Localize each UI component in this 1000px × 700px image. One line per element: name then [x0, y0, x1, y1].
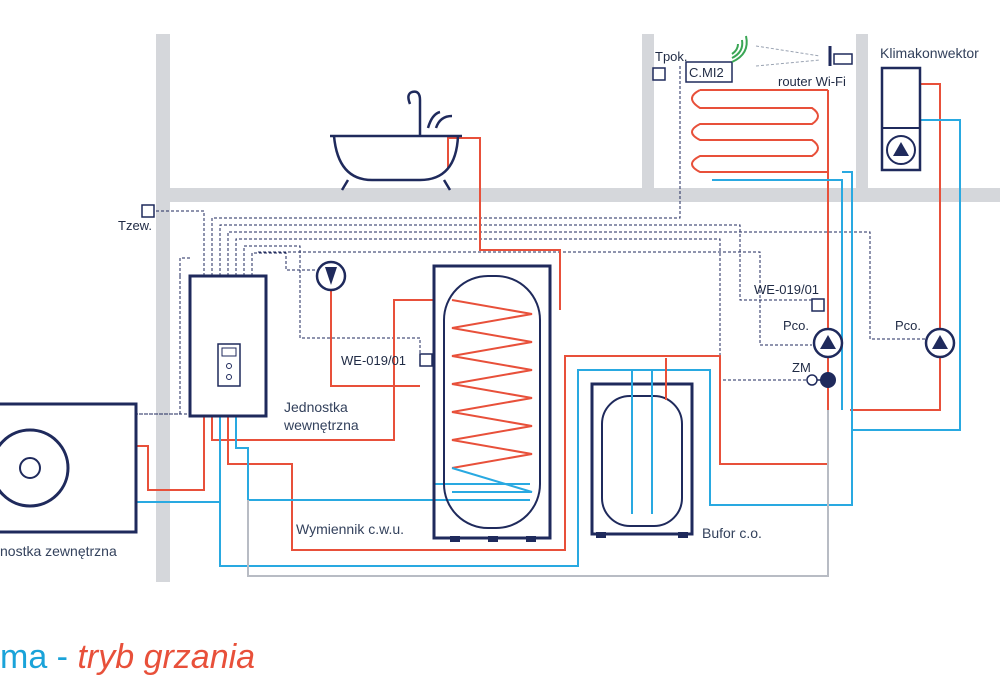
wall-upper-right: [642, 34, 654, 194]
label-zm: ZM: [792, 360, 811, 375]
label-jednostka-1: Jednostka: [284, 399, 348, 415]
fan-icon: [0, 428, 70, 508]
title-part-3: tryb grzania: [77, 638, 255, 676]
sensor-we019-a: [419, 353, 433, 367]
label-we019-b: WE-019/01: [754, 282, 819, 297]
building-walls: [156, 34, 1000, 582]
bathtub-icon: [330, 90, 462, 191]
signal-wires: [136, 45, 930, 415]
pump-pco-b: [924, 327, 956, 359]
tank-coil-hot: [451, 299, 533, 469]
title-part-1: ma: [0, 638, 47, 676]
floor-slab: [156, 188, 1000, 202]
label-router: router Wi-Fi: [778, 74, 846, 89]
router-icon: [828, 46, 853, 66]
diagram-title: ma - tryb grzania: [0, 638, 255, 676]
wifi-icon: [731, 35, 748, 63]
label-klimakonwektor: Klimakonwektor: [880, 45, 979, 61]
pump-pco-a: [812, 327, 844, 359]
label-pco-a: Pco.: [783, 318, 809, 333]
outdoor-unit: [0, 402, 138, 534]
label-cmi2: C.MI2: [689, 65, 724, 80]
indoor-unit: [188, 274, 268, 418]
label-jednostka-2: wewnętrzna: [283, 417, 359, 433]
pump-dhw-circ: [315, 260, 347, 292]
tank-coil-cold: [451, 467, 533, 493]
sensor-tpok: [652, 67, 666, 81]
wall-left: [156, 34, 170, 582]
cold-pipes: [136, 119, 961, 567]
gray-line: [247, 410, 829, 577]
label-we019-a: WE-019/01: [341, 353, 406, 368]
cmi2-box: [685, 61, 733, 83]
label-tzew: Tzew.: [118, 218, 152, 233]
sensor-tzew: [141, 204, 155, 218]
label-jednostka-zew: nostka zewnętrzna: [0, 543, 117, 559]
sensor-we019-b: [811, 298, 825, 312]
label-wymiennik: Wymiennik c.w.u.: [296, 521, 404, 537]
valve-zm: [806, 372, 836, 388]
dhw-tank: [432, 264, 552, 542]
tank-inner: [443, 275, 541, 529]
label-pco-b: Pco.: [895, 318, 921, 333]
label-bufor: Bufor c.o.: [702, 525, 762, 541]
title-part-2: -: [47, 638, 77, 676]
wall-upper-far-right: [856, 34, 868, 194]
label-tpok: Tpok.: [655, 49, 688, 64]
fan-coil-unit: [880, 66, 922, 172]
buffer-tank: [590, 358, 694, 538]
